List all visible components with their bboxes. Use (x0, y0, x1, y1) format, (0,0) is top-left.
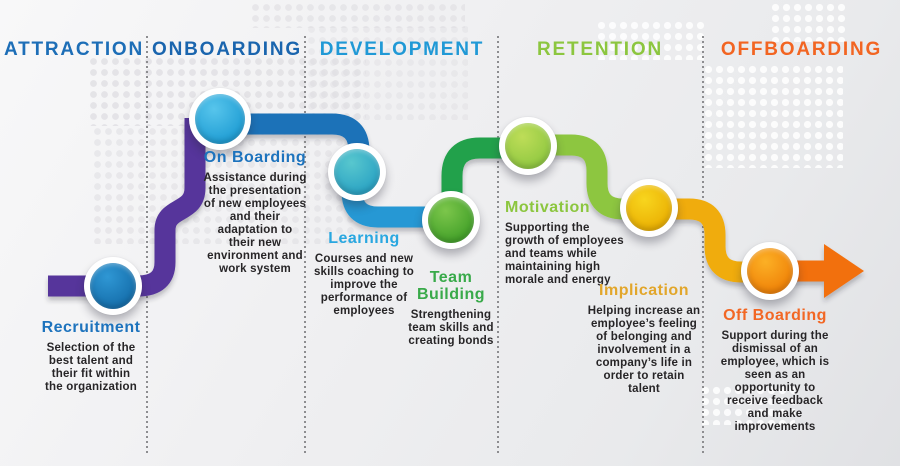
stage-label: On Boarding (203, 149, 307, 166)
stage-description: Strengthening team skills and creating b… (408, 309, 494, 347)
section-header-onboarding: ONBOARDING (152, 39, 302, 60)
section-divider (497, 36, 499, 456)
node-motivation (499, 117, 557, 175)
node-circle (505, 123, 551, 169)
section-divider (702, 36, 704, 456)
stage-description: Courses and new skills coaching to impro… (313, 253, 415, 317)
stage-text-motivation: Motivation Supporting the growth of empl… (505, 199, 635, 287)
stage-text-implication: Implication Helping increase an employee… (582, 282, 706, 396)
path-segment-implication (647, 198, 771, 283)
stage-label: Motivation (505, 199, 590, 216)
node-circle (747, 248, 793, 294)
section-divider (304, 36, 306, 456)
stage-description: Supporting the growth of employees and t… (505, 222, 624, 286)
node-circle (90, 263, 136, 309)
node-implication (620, 179, 678, 237)
section-header-development: DEVELOPMENT (319, 39, 485, 60)
arrow-head (824, 244, 864, 298)
node-offboarding (741, 242, 799, 300)
stage-text-offboarding: Off Boarding Support during the dismissa… (711, 307, 839, 434)
world-map-dots (703, 64, 843, 168)
stage-label: Learning (328, 230, 400, 247)
section-header-attraction: ATTRACTION (3, 39, 145, 60)
path-segment-teambuilding (441, 137, 530, 223)
world-map-dots (596, 20, 708, 60)
node-circle (195, 94, 245, 144)
section-header-retention: RETENTION (537, 39, 663, 60)
node-circle (334, 149, 380, 195)
section-divider (146, 36, 148, 456)
node-learning (328, 143, 386, 201)
node-circle (626, 185, 672, 231)
node-teambuilding (422, 191, 480, 249)
section-header-offboarding: OFFBOARDING (720, 39, 883, 60)
world-map-dots (250, 2, 465, 28)
stage-text-teambuilding: Team Building Strengthening team skills … (390, 269, 512, 348)
world-map-dots (700, 385, 795, 425)
stage-description: Selection of the best talent and their f… (44, 342, 137, 393)
stage-label: Implication (599, 282, 689, 299)
node-onboarding (189, 88, 251, 150)
stage-label: Team Building (417, 269, 485, 303)
world-map-dots (770, 2, 846, 42)
stage-description: Helping increase an employee’s feeling o… (587, 305, 701, 395)
stage-description: Assistance during the presentation of ne… (203, 172, 307, 275)
stage-label: Recruitment (41, 319, 141, 336)
stage-text-learning: Learning Courses and new skills coaching… (302, 230, 426, 318)
stage-description: Support during the dismissal of an emplo… (720, 330, 830, 433)
path-segment-motivation (526, 134, 651, 220)
node-circle (428, 197, 474, 243)
world-map-dots (306, 24, 468, 120)
stage-text-onboarding: On Boarding Assistance during the presen… (193, 149, 317, 276)
stage-text-recruitment: Recruitment Selection of the best talent… (20, 319, 162, 394)
node-recruitment (84, 257, 142, 315)
stage-label: Off Boarding (723, 307, 827, 324)
path-segment-attraction (48, 118, 206, 297)
